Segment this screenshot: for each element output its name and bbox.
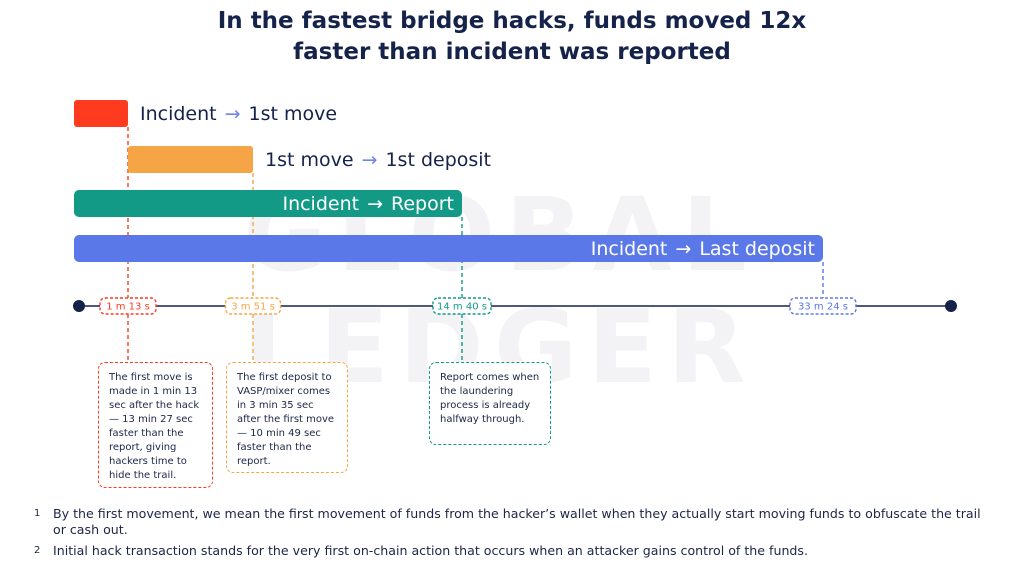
tick-label: 3 m 51 s: [231, 302, 275, 313]
bar-label-from: Incident: [591, 238, 668, 260]
tick-pill: [432, 297, 492, 315]
bar-label: 1st move → 1st deposit: [265, 149, 491, 171]
axis-start-dot: [73, 300, 85, 312]
axis-end-dot: [945, 300, 957, 312]
bar-label: Incident → 1st move: [140, 103, 337, 125]
arrow-icon: →: [225, 103, 241, 125]
bar-0: Incident → 1st move: [74, 100, 337, 127]
chart-title-line-1: In the fastest bridge hacks, funds moved…: [217, 8, 807, 34]
bar-rect: [74, 100, 128, 127]
bar-3: Incident → Last deposit: [74, 235, 823, 262]
tick-pill: [224, 297, 282, 315]
tick-1: 3 m 51 s: [224, 297, 282, 315]
arrow-icon: →: [362, 149, 378, 171]
footnote-2: 2 Initial hack transaction stands for th…: [34, 543, 994, 559]
bar-label-from: Incident: [282, 193, 359, 215]
annotation-box: The first deposit to VASP/mixer comes in…: [226, 362, 348, 473]
annotation-box: Report comes when the laundering process…: [429, 362, 551, 445]
bar-label-from: Incident: [140, 103, 217, 125]
bar-rect: [128, 146, 253, 173]
bar-label: Incident → Last deposit: [591, 238, 815, 260]
arrow-icon: →: [367, 193, 383, 215]
chart-title-line-2: faster than incident was reported: [293, 39, 731, 65]
tick-2: 14 m 40 s: [432, 297, 492, 315]
footnote-text: Initial hack transaction stands for the …: [53, 543, 808, 558]
bar-label-to: 1st move: [249, 103, 338, 125]
tick-pill: [789, 297, 857, 315]
tick-label: 1 m 13 s: [106, 302, 150, 313]
footnote-number: 2: [34, 545, 41, 556]
bar-rect: [74, 190, 462, 217]
bar-label-to: Last deposit: [699, 238, 815, 260]
chart-title: In the fastest bridge hacks, funds moved…: [0, 6, 1024, 68]
bar-2: Incident → Report: [74, 190, 462, 217]
tick-3: 33 m 24 s: [789, 297, 857, 315]
bar-label-to: Report: [391, 193, 454, 215]
bar-label-to: 1st deposit: [385, 149, 491, 171]
footnote-number: 1: [34, 508, 41, 519]
footnote-1: 1 By the first movement, we mean the fir…: [34, 506, 994, 538]
bar-label-from: 1st move: [265, 149, 354, 171]
annotation-box: The first move is made in 1 min 13 sec a…: [98, 362, 213, 488]
tick-label: 14 m 40 s: [437, 302, 487, 313]
arrow-icon: →: [675, 238, 691, 260]
footnote-text: By the first movement, we mean the first…: [53, 506, 981, 537]
bar-1: 1st move → 1st deposit: [128, 146, 491, 173]
tick-label: 33 m 24 s: [798, 302, 848, 313]
bar-rect: [74, 235, 823, 262]
bar-label: Incident → Report: [282, 193, 454, 215]
footnotes: 1 By the first movement, we mean the fir…: [34, 506, 994, 564]
tick-0: 1 m 13 s: [99, 297, 157, 315]
